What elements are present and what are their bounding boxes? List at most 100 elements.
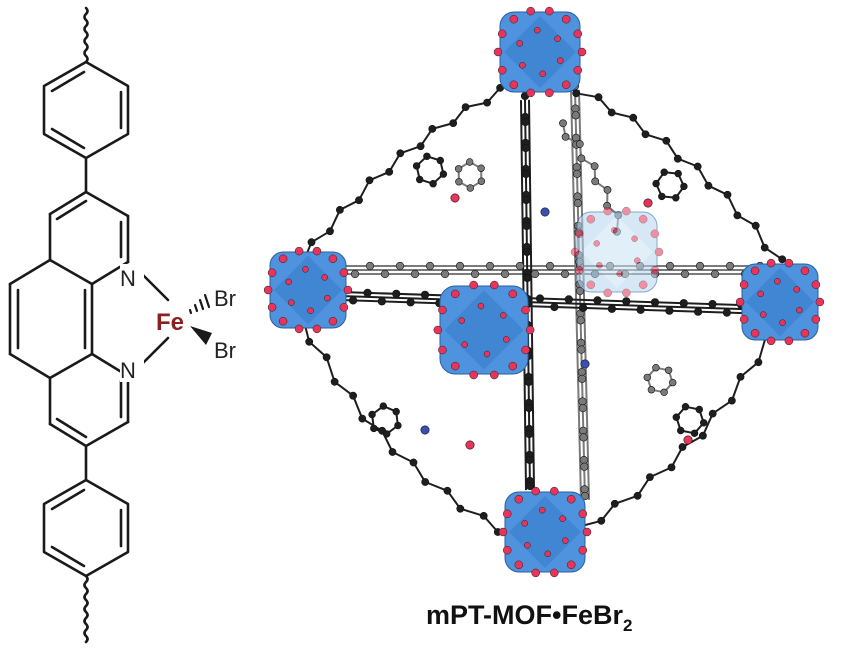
linker-atom-103 — [410, 269, 420, 279]
linker-bond-110 — [528, 99, 535, 490]
linker-atom-203 — [521, 143, 530, 153]
linker-atom-100 — [365, 261, 375, 271]
linker-atom-195 — [722, 308, 732, 317]
linker-atom-110 — [515, 261, 525, 271]
linker-bond-45 — [730, 376, 742, 401]
linker-atom-108 — [485, 261, 495, 271]
linker-atom-193 — [693, 307, 703, 316]
linker-atom-209 — [522, 221, 531, 231]
linker-atom-112 — [545, 261, 555, 271]
n-fe-bond-upper — [138, 270, 170, 302]
linker-atom-161 — [590, 162, 599, 171]
linker-atom-213 — [523, 273, 532, 283]
linker-atom-63 — [412, 162, 421, 170]
fe-br-wedge-bond — [190, 326, 212, 345]
linker-atom-99 — [350, 269, 360, 279]
linker-atom-16 — [572, 89, 581, 98]
linker-atom-102 — [395, 261, 405, 271]
linker-atom-188 — [622, 297, 631, 306]
linker-atom-151 — [579, 433, 588, 442]
linker-atom-234 — [683, 435, 693, 445]
linker-atom-232 — [643, 198, 653, 208]
linker-bond-32 — [352, 395, 364, 419]
linker-atom-11 — [335, 205, 344, 214]
linker-atom-50 — [708, 409, 717, 418]
linker-atom-163 — [575, 140, 584, 148]
linker-atom-64 — [423, 152, 431, 161]
linker-atom-4 — [449, 119, 458, 127]
linker-atom-54 — [646, 473, 654, 481]
linker-atom-51 — [699, 431, 707, 440]
linker-atom-205 — [521, 169, 531, 179]
linker-atom-27 — [751, 221, 760, 230]
nitrogen-upper-label: N — [120, 266, 136, 291]
linker-atom-13 — [307, 238, 316, 247]
linker-atom-83 — [695, 405, 703, 414]
linker-atom-143 — [576, 316, 585, 325]
linker-bond-39 — [460, 507, 484, 517]
linker-atom-182 — [535, 294, 545, 303]
linker-atom-111 — [530, 269, 540, 279]
linker-atom-149 — [578, 404, 588, 413]
linker-atom-201 — [521, 117, 530, 127]
linker-bond-26 — [754, 225, 766, 248]
linker-atom-39 — [421, 478, 430, 486]
linker-atom-170 — [363, 288, 372, 298]
linker-atom-80 — [676, 426, 685, 435]
linker-atom-41 — [456, 504, 465, 513]
linker-atom-79 — [690, 429, 699, 437]
linker-atom-74 — [370, 424, 378, 433]
linker-atom-192 — [679, 299, 688, 308]
mof-linker-atoms — [298, 75, 787, 547]
linker-atom-227 — [525, 455, 534, 465]
linker-atom-2 — [483, 98, 491, 107]
metal-cluster-back — [570, 206, 664, 298]
linker-atom-121 — [680, 269, 690, 279]
bromine-lower-label: Br — [214, 338, 236, 363]
linker-atom-174 — [420, 290, 430, 299]
linker-atom-235 — [420, 425, 430, 435]
linker-atom-231 — [540, 207, 550, 217]
linker-atom-190 — [650, 298, 660, 307]
linker-atom-105 — [440, 269, 450, 279]
linker-atom-230 — [450, 193, 460, 203]
linker-atom-47 — [754, 358, 763, 367]
linker-atom-82 — [681, 403, 690, 411]
linker-atom-236 — [465, 440, 475, 450]
linker-atom-169 — [349, 296, 358, 305]
linker-atom-135 — [573, 199, 583, 208]
linker-atom-81 — [672, 413, 680, 421]
linker-atom-53 — [667, 463, 676, 472]
linker-atom-87 — [643, 373, 651, 382]
iron-label: Fe — [156, 309, 184, 336]
bromine-upper-label: Br — [214, 286, 236, 311]
linker-atom-129 — [571, 111, 580, 120]
linker-atom-106 — [455, 261, 465, 271]
linker-atom-6 — [416, 142, 425, 151]
linker-bond-109 — [309, 298, 770, 315]
linker-atom-42 — [479, 512, 488, 520]
linker-bond-43 — [757, 336, 767, 363]
linker-atom-8 — [385, 167, 394, 176]
linker-atom-24 — [704, 181, 713, 190]
linker-atom-67 — [672, 194, 680, 202]
linker-atom-52 — [678, 443, 687, 451]
bottom-phenyl-ring — [42, 478, 130, 578]
linker-atom-191 — [665, 306, 674, 315]
n-lower-label-bg — [120, 356, 144, 382]
phenanthroline-core — [8, 190, 130, 448]
top-attachment-wavy-line — [83, 6, 89, 64]
linker-atom-21 — [662, 136, 671, 145]
linker-atom-187 — [607, 304, 617, 313]
linker-atom-72 — [394, 421, 402, 430]
linker-bond-37 — [424, 481, 448, 492]
linker-atom-89 — [664, 366, 673, 374]
linker-atom-69 — [652, 179, 660, 188]
linker-atom-10 — [355, 196, 363, 205]
linker-atom-49 — [728, 396, 736, 405]
linker-atom-109 — [500, 269, 510, 279]
linker-atom-225 — [525, 429, 534, 439]
linker-atom-93 — [454, 165, 463, 173]
linker-bond-52 — [614, 494, 638, 505]
linker-atom-76 — [379, 402, 387, 410]
